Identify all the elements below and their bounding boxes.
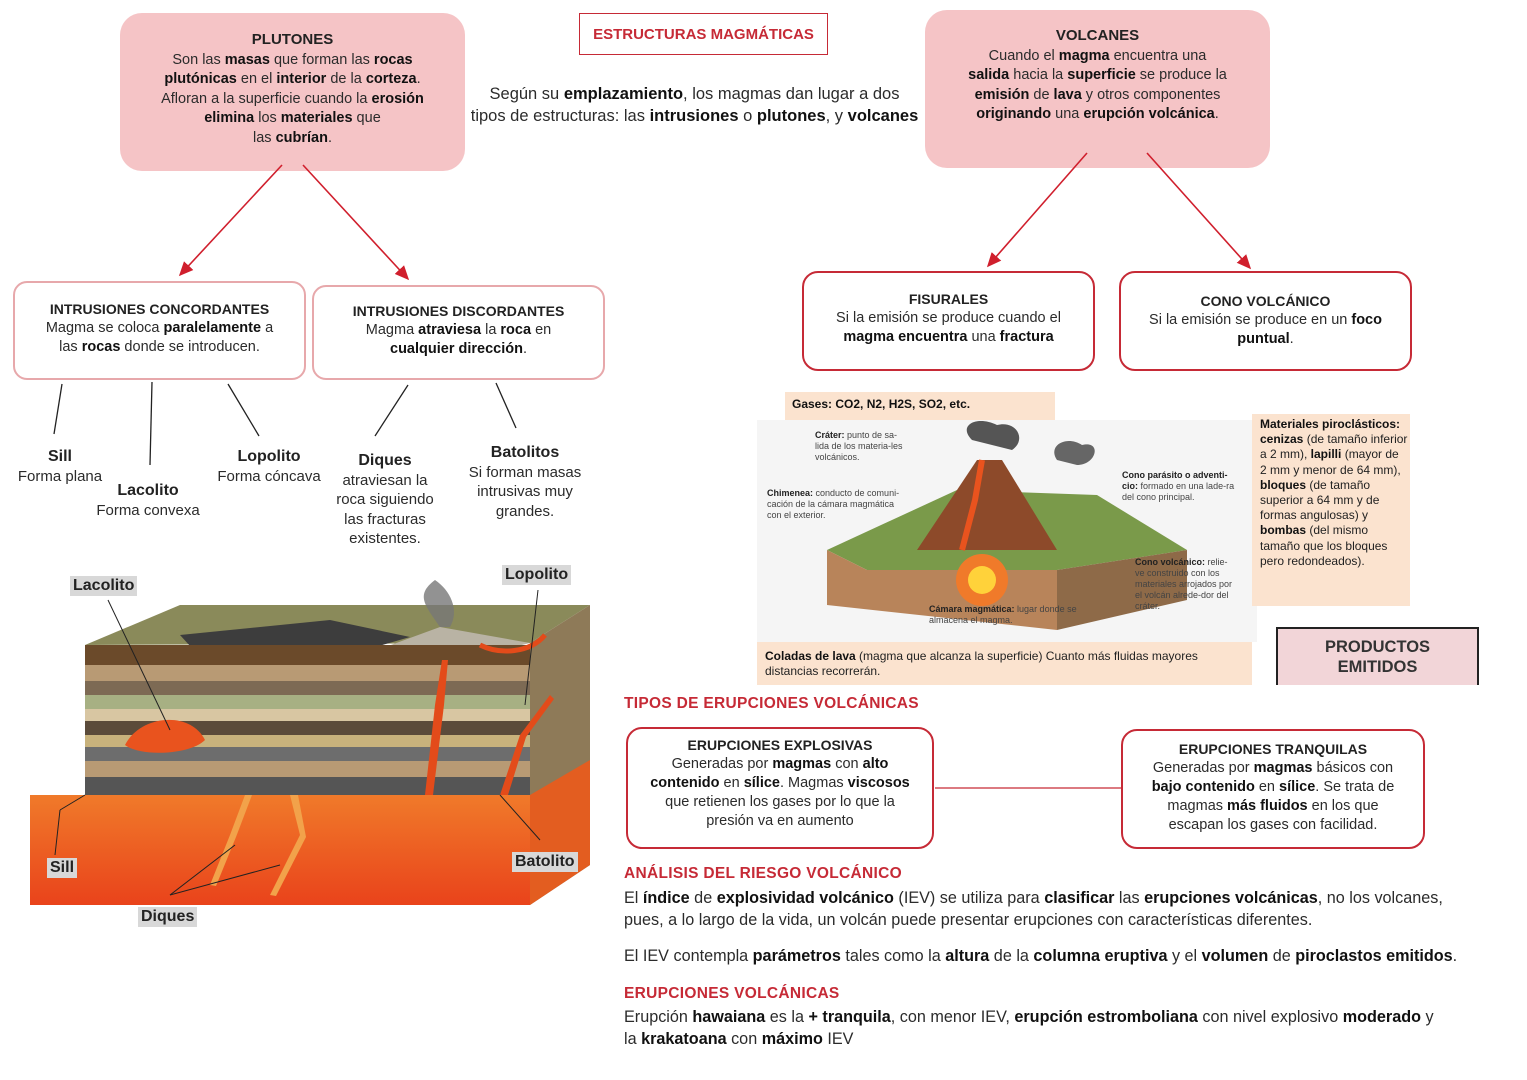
piroclasticos-text: Materiales piroclásticos: cenizas (de ta… — [1260, 417, 1408, 568]
discordantes-title: INTRUSIONES DISCORDANTES — [352, 303, 565, 319]
fisurales-title: FISURALES — [908, 291, 989, 307]
productos-emitidos-box: PRODUCTOS EMITIDOS — [1276, 627, 1479, 685]
fisurales-text: Si la emisión se produce cuando el magma… — [836, 310, 1061, 345]
volcanes-title: VOLCANES — [1055, 27, 1140, 44]
explosivas-title: ERUPCIONES EXPLOSIVAS — [687, 737, 873, 753]
main-title: ESTRUCTURAS MAGMÁTICAS — [593, 25, 814, 43]
arrow-plutones-discordantes — [302, 164, 410, 281]
img-label-batolito: Batolito — [512, 852, 578, 872]
label-camara: Cámara magmática: lugar donde se almacen… — [929, 604, 1077, 625]
productos-emitidos-label: PRODUCTOS EMITIDOS — [1324, 638, 1431, 676]
cono-text: Si la emisión se produce en un foco punt… — [1149, 312, 1382, 347]
fisurales-box: FISURALES Si la emisión se produce cuand… — [802, 271, 1095, 371]
piroclasticos-box — [1252, 414, 1410, 606]
line-lopolito — [227, 383, 260, 437]
cono-box: CONO VOLCÁNICO Si la emisión se produce … — [1119, 271, 1412, 371]
cono-title: CONO VOLCÁNICO — [1200, 293, 1331, 309]
volcanes-text: Cuando el magma encuentra una salida hac… — [968, 47, 1227, 123]
arrow-volcanes-cono — [1146, 152, 1252, 270]
line-lacolito — [149, 381, 153, 466]
intro-text: Según su emplazamiento, los magmas dan l… — [470, 85, 919, 125]
coladas-strip — [757, 642, 1252, 685]
tranquilas-text: Generadas por magmas básicos con bajo co… — [1151, 760, 1395, 833]
volcano-illustration — [827, 420, 1187, 630]
concordantes-title: INTRUSIONES CONCORDANTES — [49, 301, 270, 317]
label-cono-volcanico: Cono volcánico: relie-ve construido con … — [1135, 557, 1233, 611]
tranquilas-box: ERUPCIONES TRANQUILAS Generadas por magm… — [1121, 729, 1425, 849]
tipos-title: TIPOS DE ERUPCIONES VOLCÁNICAS — [624, 695, 919, 712]
line-batolitos — [495, 382, 517, 429]
main-title-box: ESTRUCTURAS MAGMÁTICAS — [579, 13, 828, 55]
riesgo-title: ANÁLISIS DEL RIESGO VOLCÁNICO — [624, 865, 902, 882]
explosivas-text: Generadas por magmas con alto contenido … — [650, 756, 910, 829]
img-label-diques: Diques — [138, 907, 198, 927]
plutones-title: PLUTONES — [251, 31, 334, 48]
riesgo-paragraph-1: El índice de explosividad volcánico (IEV… — [624, 889, 1443, 929]
erupciones-paragraph: Erupción hawaiana es la + tranquila, con… — [624, 1008, 1434, 1048]
gases-label: Gases: CO2, N2, H2S, SO2, etc. — [792, 397, 971, 411]
concordantes-box: INTRUSIONES CONCORDANTES Magma se coloca… — [13, 281, 306, 380]
coladas-label: Coladas de lava (magma que alcanza la su… — [765, 649, 1198, 678]
explosivas-box: ERUPCIONES EXPLOSIVAS Generadas por magm… — [626, 727, 934, 849]
plutones-box: PLUTONES Son las masas que forman las ro… — [120, 13, 465, 171]
img-label-lopolito: Lopolito — [502, 565, 572, 585]
discordantes-box: INTRUSIONES DISCORDANTES Magma atraviesa… — [312, 285, 605, 380]
intrusions-block-diagram — [30, 580, 590, 905]
arrow-plutones-concordantes — [178, 164, 283, 277]
label-chimenea: Chimenea: conducto de comuni-cación de l… — [767, 488, 900, 520]
line-sill — [53, 383, 63, 435]
label-parasito: Cono parásito o adventi-cio: formado en … — [1122, 470, 1235, 502]
volcanes-box: VOLCANES Cuando el magma encuentra una s… — [925, 10, 1270, 168]
riesgo-paragraph-2: El IEV contempla parámetros tales como l… — [624, 947, 1458, 965]
concordantes-text: Magma se coloca paralelamente a las roca… — [45, 320, 274, 355]
plutones-text: Son las masas que forman las rocas plutó… — [161, 51, 424, 146]
img-label-sill: Sill — [47, 858, 78, 878]
arrow-volcanes-fisurales — [986, 152, 1088, 268]
erupciones-title: ERUPCIONES VOLCÁNICAS — [624, 985, 840, 1002]
tranquilas-title: ERUPCIONES TRANQUILAS — [1178, 741, 1368, 757]
gases-strip — [785, 392, 1055, 420]
discordantes-text: Magma atraviesa la roca en cualquier dir… — [365, 322, 552, 357]
line-diques — [374, 384, 409, 437]
volcano-figure: Gases: CO2, N2, H2S, SO2, etc. Cráter: p… — [757, 392, 1482, 685]
label-crater: Cráter: punto de sa-lida de los materia-… — [815, 430, 903, 462]
img-label-lacolito: Lacolito — [70, 576, 138, 596]
